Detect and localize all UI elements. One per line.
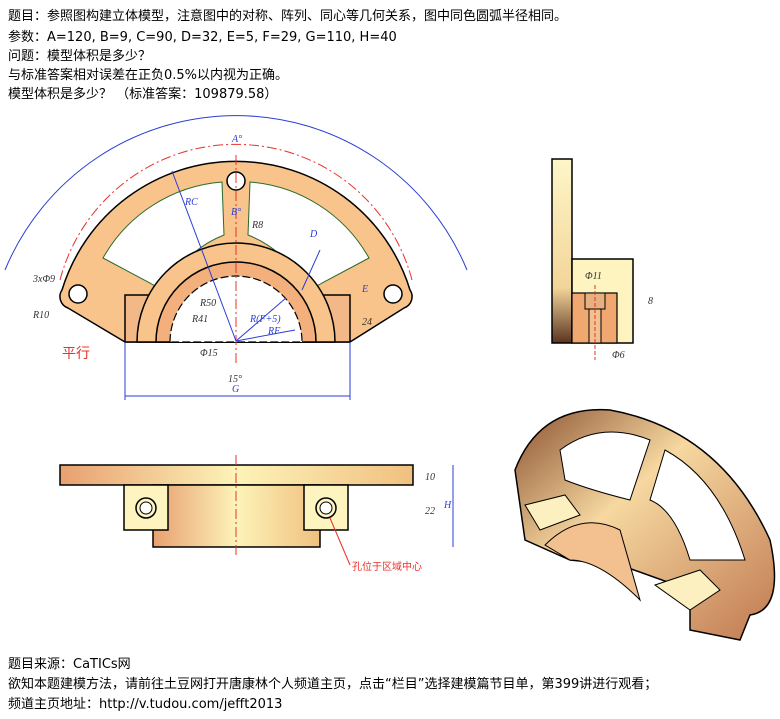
params-text: 参数：A=120, B=9, C=90, D=32, E=5, F=29, G=… <box>8 30 397 45</box>
dim-24: 24 <box>362 317 372 328</box>
dim-RF5: R(F+5) <box>249 314 281 325</box>
question-text: 问题：模型体积是多少？ <box>8 49 152 64</box>
dim-10: 10 <box>425 472 435 483</box>
front-view: A° RC B° R8 D 3xΦ9 R10 E 24 R50 R41 R(F+… <box>4 115 468 400</box>
source-text: 题目来源：CaTICs网 <box>8 657 131 672</box>
dim-RF: RF <box>267 326 281 337</box>
dim-R10: R10 <box>32 310 49 321</box>
tolerance-text: 与标准答案相对误差在正负0.5%以内视为正确。 <box>8 68 289 83</box>
title-text: 题目：参照图构建立体模型，注意图中的对称、阵列、同心等几何关系，图中同色圆弧半径… <box>8 9 568 24</box>
dim-R41: R41 <box>191 314 208 325</box>
dim-D: D <box>309 229 318 240</box>
dim-d11: Φ11 <box>585 271 602 282</box>
dim-R8: R8 <box>251 220 263 231</box>
dim-G: G <box>232 384 239 395</box>
dim-d15: Φ15 <box>200 348 218 359</box>
dim-8: 8 <box>648 296 653 307</box>
dim-R50: R50 <box>199 298 216 309</box>
dim-holes: 3xΦ9 <box>32 274 55 285</box>
dim-B: B° <box>231 207 241 218</box>
bottom-view: 10 22 H 孔位于区域中心 <box>59 455 454 573</box>
dim-A: A° <box>231 134 242 145</box>
dim-22: 22 <box>425 506 435 517</box>
channel-url[interactable]: 频道主页地址：http://v.tudou.com/jefft2013 <box>8 697 283 712</box>
dim-RC: RC <box>184 197 198 208</box>
info-text: 欲知本题建模方法，请前往土豆网打开唐康林个人频道主页，点击“栏目”选择建模篇节目… <box>8 677 658 692</box>
isometric-view <box>514 408 776 641</box>
side-view: Φ11 8 Φ6 <box>551 158 653 361</box>
note-parallel: 平行 <box>62 346 90 362</box>
answer-text: 模型体积是多少？ （标准答案：109879.58） <box>8 87 278 102</box>
dim-H: H <box>443 500 452 511</box>
dim-E: E <box>361 284 368 295</box>
gear-bore <box>169 275 303 343</box>
dim-15deg: 15° <box>228 374 242 385</box>
note-hole-center: 孔位于区域中心 <box>352 560 422 573</box>
dim-d6: Φ6 <box>612 350 625 361</box>
